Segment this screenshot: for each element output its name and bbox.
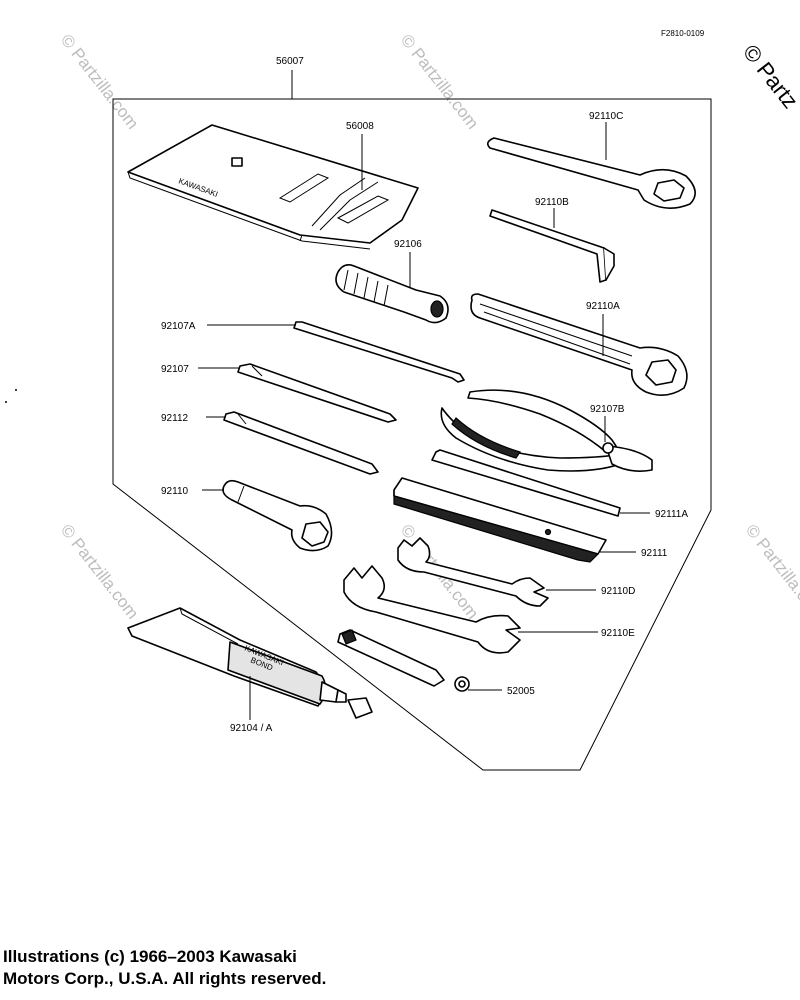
part-label-56008: 56008	[346, 121, 374, 132]
pliers-illustration	[440, 389, 653, 472]
part-label-92107B: 92112	[161, 413, 189, 424]
ring-wrench-c-illustration	[486, 137, 696, 209]
watermark-text: © Partzilla.com	[57, 521, 143, 623]
bit-driver-illustration	[337, 629, 470, 692]
part-label-92107A: 92107A	[161, 321, 196, 332]
watermark-text: © Partzilla.com	[742, 521, 800, 623]
box-wrench-a-illustration	[470, 293, 688, 396]
part-label-92111A: 92111A	[655, 509, 688, 520]
part-label-92112: 92107B	[590, 404, 625, 415]
scan-dot	[15, 389, 17, 391]
watermark-text: © Partzilla.com	[397, 31, 483, 133]
part-label-92110B: 92110B	[535, 197, 569, 208]
tool-bag-illustration: KAWASAKI	[127, 124, 419, 250]
corner-watermark: © Partz	[738, 40, 800, 113]
part-label-52005: 52005	[507, 686, 535, 697]
open-wrench-d-illustration	[397, 537, 549, 607]
part-label-92106: 92106	[394, 239, 422, 250]
plug-wrench-illustration	[222, 479, 333, 552]
screwdriver-a-illustration	[293, 321, 465, 383]
part-label-92107: 92107	[161, 364, 189, 375]
screwdriver-b-illustration	[223, 411, 379, 475]
copyright-line-2: Motors Corp., U.S.A. All rights reserved…	[3, 969, 327, 988]
hex-key-illustration	[489, 209, 615, 283]
part-label-92110E: 92110E	[601, 628, 635, 639]
watermark-text: © Partzilla.com	[57, 31, 143, 133]
screwdriver-illustration	[237, 363, 397, 423]
part-label-92110: 92110	[161, 486, 189, 497]
copyright-notice: Illustrations (c) 1966–2003 Kawasaki Mot…	[3, 946, 523, 990]
kit-outline	[112, 98, 712, 771]
part-label-56007: 56007	[276, 56, 304, 67]
copyright-line-1: Illustrations (c) 1966–2003 Kawasaki	[3, 947, 297, 966]
flat-bar-illustration	[393, 477, 607, 563]
scan-dot	[5, 401, 7, 403]
open-wrench-e-illustration	[343, 565, 521, 654]
driver-handle-illustration	[335, 264, 449, 324]
extension-rod-illustration	[431, 449, 621, 517]
part-label-92104A: 92104 / A	[230, 723, 273, 734]
figure-code: F2810-0109	[661, 29, 705, 38]
part-label-92111: 92111	[641, 548, 668, 559]
part-label-92110A: 92110A	[586, 301, 620, 312]
part-label-92110C: 92110C	[589, 111, 623, 122]
part-label-92110D: 92110D	[601, 586, 635, 597]
